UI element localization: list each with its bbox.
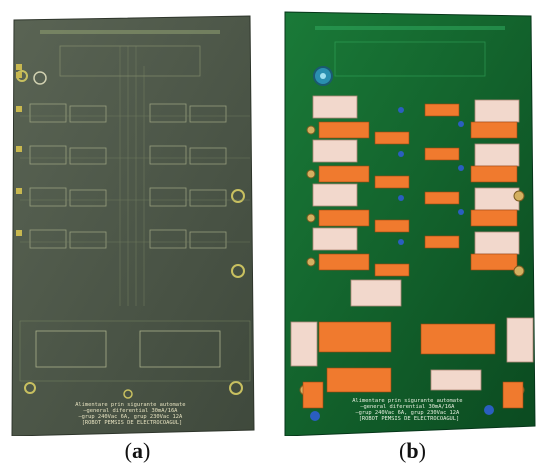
relay-block-right: [149, 103, 227, 249]
capacitor-outline: [33, 71, 47, 85]
mounting-hole: [229, 381, 243, 395]
relay-block-left: [29, 103, 107, 249]
mounting-hole: [231, 264, 245, 278]
caption-b: (b): [399, 438, 426, 463]
pcb-board: [11, 15, 255, 436]
pcb-3d-render: Alimentare prin sigurante automate –gene…: [284, 11, 536, 436]
mounting-hole: [231, 189, 245, 203]
board-silkscreen-text: Alimentare prin sigurante automate –gene…: [352, 398, 466, 422]
pcb-layout-render: Alimentare prin sigurante automate –gene…: [11, 15, 255, 436]
ssr-modules: [318, 103, 518, 277]
transformer: [350, 279, 402, 307]
board-silkscreen-text: Alimentare prin sigurante automate –gene…: [75, 402, 189, 426]
caption-a: (a): [124, 438, 151, 463]
relay-row: [312, 95, 520, 255]
